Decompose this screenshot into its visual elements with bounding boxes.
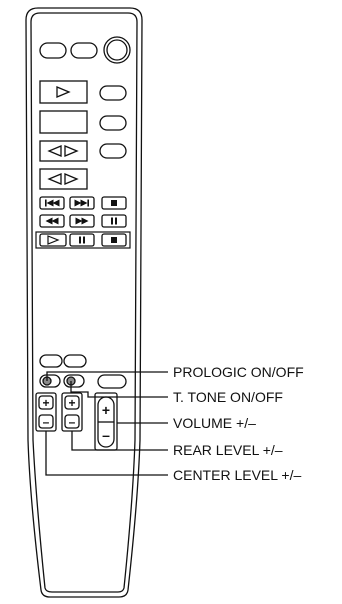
play-wide-button[interactable] bbox=[39, 80, 88, 104]
top-button-1[interactable] bbox=[39, 42, 67, 59]
center-level-minus-button[interactable] bbox=[38, 414, 54, 429]
prologic-leader-line bbox=[46, 371, 168, 381]
rear-level-label: REAR LEVEL +/– bbox=[173, 442, 283, 458]
play-icon bbox=[47, 235, 60, 245]
reverse-play-icon bbox=[48, 145, 62, 157]
ttone-label: T. TONE ON/OFF bbox=[173, 389, 283, 405]
center-level-leader-line bbox=[45, 431, 168, 476]
remote-body-outline bbox=[25, 7, 143, 598]
fast-forward-button[interactable] bbox=[69, 214, 95, 228]
skip-previous-icon bbox=[45, 199, 60, 207]
extra-button[interactable] bbox=[97, 374, 127, 389]
fast-forward-icon bbox=[75, 217, 89, 225]
transport-buttons bbox=[35, 196, 131, 249]
rewind-icon bbox=[45, 217, 59, 225]
plus-icon: + bbox=[102, 402, 110, 418]
center-level-plus-button[interactable] bbox=[38, 395, 54, 410]
lower-button-right[interactable] bbox=[63, 354, 87, 368]
blank-wide-button[interactable] bbox=[39, 110, 88, 134]
transport-row-bracket bbox=[35, 231, 131, 249]
rear-level-minus-button[interactable] bbox=[64, 414, 80, 429]
side-button-1[interactable] bbox=[99, 85, 127, 101]
prologic-label: PROLOGIC ON/OFF bbox=[173, 364, 304, 380]
rear-level-leader-line bbox=[71, 431, 168, 451]
stop-button[interactable] bbox=[101, 233, 127, 247]
center-level-label: CENTER LEVEL +/– bbox=[173, 467, 302, 483]
prologic-button[interactable] bbox=[39, 374, 61, 388]
pause-icon bbox=[111, 217, 117, 225]
stop-button[interactable] bbox=[101, 196, 127, 210]
skip-next-icon bbox=[74, 199, 89, 207]
lower-button-left[interactable] bbox=[39, 354, 63, 368]
pause-button[interactable] bbox=[69, 233, 95, 247]
rear-level-plus-button[interactable] bbox=[64, 395, 80, 410]
plus-icon: + bbox=[42, 396, 49, 410]
ttone-button[interactable] bbox=[63, 374, 85, 388]
minus-icon: – bbox=[43, 415, 50, 429]
top-button-2[interactable] bbox=[70, 42, 98, 59]
play-icon bbox=[64, 145, 78, 157]
stop-icon bbox=[111, 200, 117, 206]
minus-icon: – bbox=[102, 427, 110, 443]
reverse-play-wide-button-1[interactable] bbox=[39, 140, 88, 162]
pause-button[interactable] bbox=[101, 214, 127, 228]
plus-icon: + bbox=[68, 396, 75, 410]
play-button[interactable] bbox=[39, 233, 67, 247]
stop-icon bbox=[111, 237, 117, 243]
skip-previous-button[interactable] bbox=[39, 196, 65, 210]
power-button-ring bbox=[106, 39, 128, 61]
reverse-play-icon bbox=[48, 173, 62, 185]
ttone-leader-line bbox=[70, 381, 168, 398]
rewind-button[interactable] bbox=[39, 214, 65, 228]
remote-body-inner bbox=[30, 12, 138, 593]
play-icon bbox=[56, 86, 70, 98]
volume-label: VOLUME +/– bbox=[173, 415, 256, 431]
pause-icon bbox=[79, 236, 85, 244]
side-button-3[interactable] bbox=[99, 143, 127, 159]
power-button[interactable] bbox=[103, 36, 131, 64]
skip-next-button[interactable] bbox=[69, 196, 95, 210]
reverse-play-wide-button-2[interactable] bbox=[39, 168, 88, 190]
play-icon bbox=[64, 173, 78, 185]
side-button-2[interactable] bbox=[99, 115, 127, 131]
minus-icon: – bbox=[69, 415, 76, 429]
